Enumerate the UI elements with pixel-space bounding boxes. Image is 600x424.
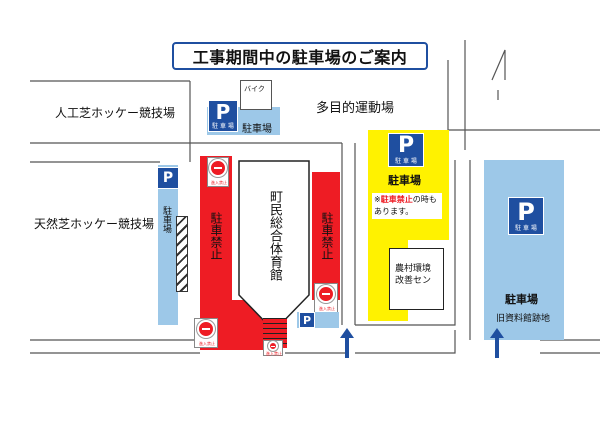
- no-entry-caption: 進入禁止: [319, 306, 335, 311]
- hatched-wall: [176, 216, 188, 292]
- label-parking-yellow: 駐車場: [388, 174, 421, 187]
- no-entry-caption: 進入禁止: [266, 351, 282, 356]
- no-entry-icon: [317, 285, 335, 303]
- up-arrow-icon: [340, 328, 354, 358]
- parking-sign-icon: P: [299, 312, 315, 328]
- label-bike: バイク: [244, 85, 265, 93]
- label-farm-center: 農村環境改善セン: [395, 264, 432, 286]
- label-no-parking-left: 駐車禁止: [209, 212, 223, 260]
- label-gym: 町民総合体育館: [267, 190, 282, 281]
- label-former-hall: 旧資料館跡地: [496, 314, 551, 324]
- no-entry-icon: [197, 320, 215, 338]
- no-entry-caption: 進入禁止: [211, 180, 227, 185]
- no-parking-zone-right: [312, 172, 340, 300]
- conditional-parking-zone: [368, 130, 449, 321]
- label-natural-turf: 天然芝ホッケー競技場: [34, 217, 155, 231]
- parking-left-label: 駐車場: [161, 206, 171, 233]
- note-prefix: ※: [374, 195, 381, 204]
- label-no-parking-right: 駐車禁止: [320, 212, 334, 260]
- natural-turf-field: [30, 163, 160, 333]
- page-title: 工事期間中の駐車場のご案内: [172, 42, 428, 70]
- label-multipurpose: 多目的運動場: [316, 101, 395, 116]
- no-entry-icon: [209, 159, 227, 177]
- no-entry-sign-top: 進入禁止: [207, 157, 229, 187]
- note-red: 駐車禁止: [380, 195, 413, 204]
- parking-right-lot: [484, 160, 564, 340]
- label-parking-top: 駐車場: [242, 124, 272, 135]
- label-parking-right: 駐車場: [505, 293, 538, 306]
- no-entry-sign-right: 進入禁止: [314, 283, 338, 313]
- parking-sign-icon: P: [157, 167, 179, 189]
- no-entry-sign-bottom-left: 進入禁止: [194, 318, 218, 348]
- label-artificial-turf: 人工芝ホッケー競技場: [55, 106, 176, 120]
- no-entry-icon: [268, 341, 278, 351]
- parking-top-bike: [240, 80, 272, 110]
- note-suffix: の時もあります。: [374, 195, 437, 216]
- conditional-note-box: ※駐車禁止の時もあります。: [372, 193, 442, 219]
- no-entry-sign-bottom: 進入禁止: [263, 340, 283, 356]
- no-entry-caption: 進入禁止: [199, 341, 215, 346]
- gym-building: [238, 160, 310, 332]
- up-arrow-icon: [490, 328, 504, 358]
- parking-left-strip: [158, 165, 178, 325]
- farm-center-building: [389, 248, 444, 310]
